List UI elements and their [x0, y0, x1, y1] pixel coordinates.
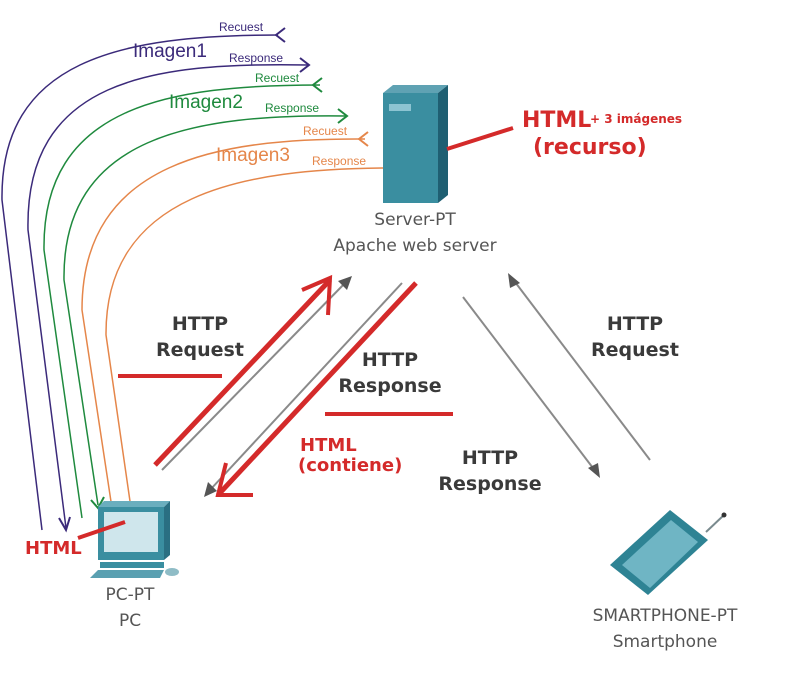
imagen2-request-curve — [43, 84, 321, 519]
imagen3-response-label: Response — [312, 154, 367, 168]
pc-server-request-link — [161, 279, 349, 471]
server-pc-response-arrowhead — [204, 482, 217, 497]
pc-html-pointer — [77, 520, 126, 540]
server-html-annotation: HTML — [522, 108, 592, 133]
pc-request-label: HTTP Request — [140, 312, 260, 363]
pc-name: PC — [118, 610, 142, 631]
imagen1-response-arrowhead — [299, 57, 311, 73]
imagen1-request-label: Recuest — [219, 20, 264, 34]
pc-server-request-arrowhead — [338, 276, 352, 290]
smartphone-icon — [610, 510, 727, 595]
smartphone-label: SMARTPHONE-PT Smartphone — [555, 604, 775, 655]
pc-response-label: HTTP Response — [325, 348, 455, 399]
imagen1-title: Imagen1 — [133, 41, 207, 62]
phone-request-label: HTTP Request — [570, 312, 700, 363]
phone-response-line2: Response — [438, 472, 542, 495]
server-icon — [383, 85, 448, 203]
imagen1-response-curve — [27, 63, 309, 529]
pc-html-annotation: HTML — [25, 538, 82, 559]
server-extra-annotation: + 3 imágenes — [590, 112, 683, 126]
imagen2-request-arrowhead — [311, 77, 323, 93]
server-phone-response-link — [462, 296, 597, 473]
smartphone-model: SMARTPHONE-PT — [592, 606, 738, 626]
server-phone-response-arrowhead — [588, 463, 600, 478]
phone-server-request-link — [511, 277, 651, 461]
response-contains-annotation: (contiene) — [298, 455, 403, 476]
phone-response-line1: HTTP — [461, 447, 519, 469]
imagen1-request-arrowhead — [274, 27, 286, 43]
response-red-arrowhead — [215, 462, 253, 497]
pc-response-line2: Response — [338, 374, 442, 397]
imagen1-response-down-arrowhead — [58, 516, 71, 533]
pc-request-line1: HTTP — [171, 313, 229, 335]
phone-server-request-arrowhead — [508, 273, 520, 288]
phone-request-line1: HTTP — [606, 313, 664, 335]
server-model: Server-PT — [374, 210, 456, 230]
server-resource-annotation: (recurso) — [533, 135, 647, 160]
imagen3-title: Imagen3 — [216, 145, 290, 166]
imagen1-response-label: Response — [229, 51, 284, 65]
imagen3-request-curve — [81, 138, 366, 529]
imagen2-title: Imagen2 — [169, 92, 243, 113]
server-name: Apache web server — [333, 235, 497, 256]
request-red-arrow — [153, 278, 332, 467]
phone-response-label: HTTP Response — [420, 446, 560, 497]
server-label: Server-PT Apache web server — [300, 208, 530, 259]
pc-label: PC-PT PC — [75, 583, 185, 634]
imagen1-request-curve — [1, 34, 279, 531]
pc-icon — [90, 501, 179, 578]
request-red-arrowhead — [301, 274, 333, 316]
imagen3-response-curve — [105, 167, 393, 523]
pc-request-line2: Request — [156, 338, 244, 361]
imagen2-response-arrowhead — [337, 108, 349, 124]
response-red-arrow — [216, 281, 418, 497]
pc-response-line1: HTTP — [361, 349, 419, 371]
server-html-pointer — [446, 126, 514, 151]
server-pc-response-link — [209, 282, 403, 491]
response-html-annotation: HTML — [300, 435, 357, 456]
imagen3-request-arrowhead — [357, 131, 369, 147]
imagen2-response-curve — [63, 115, 347, 506]
pc-model: PC-PT — [105, 585, 155, 605]
smartphone-name: Smartphone — [612, 631, 718, 652]
imagen2-request-label: Recuest — [255, 71, 300, 85]
imagen2-response-label: Response — [265, 101, 320, 115]
imagen3-request-label: Recuest — [303, 124, 348, 138]
phone-request-line2: Request — [591, 338, 679, 361]
